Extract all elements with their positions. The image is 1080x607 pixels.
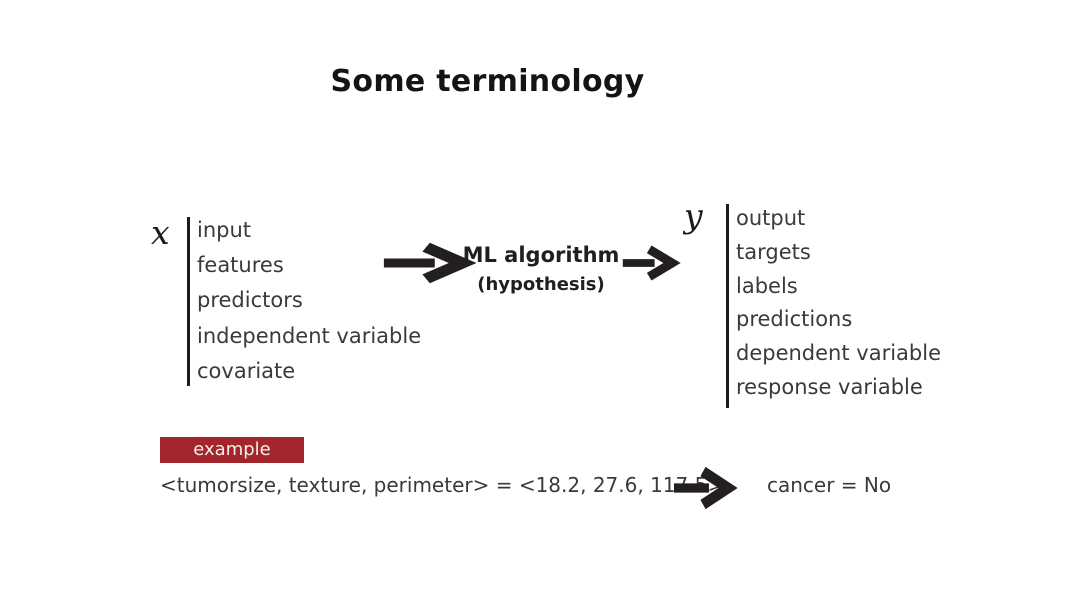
right-arrow-icon bbox=[383, 242, 477, 284]
output-term: labels bbox=[736, 273, 798, 298]
input-symbol-x: x bbox=[151, 213, 170, 252]
algorithm-subtitle: (hypothesis) bbox=[477, 274, 605, 295]
right-arrow-icon bbox=[673, 466, 738, 510]
example-badge: example bbox=[160, 437, 304, 463]
output-symbol-y: y bbox=[684, 196, 703, 235]
output-term: output bbox=[736, 206, 806, 230]
input-divider-bar bbox=[187, 217, 190, 386]
input-term-list: input features predictors independent va… bbox=[197, 213, 421, 389]
output-divider-bar bbox=[726, 204, 729, 408]
slide-title: Some terminology bbox=[330, 64, 645, 99]
algorithm-block: ML algorithm (hypothesis) bbox=[455, 243, 627, 295]
input-term: covariate bbox=[197, 358, 296, 383]
output-term: dependent variable bbox=[736, 341, 941, 366]
input-term: predictors bbox=[197, 288, 303, 313]
input-term: input bbox=[197, 218, 252, 242]
output-term: predictions bbox=[736, 307, 853, 332]
example-feature-vector: <tumorsize, texture, perimeter> = <18.2,… bbox=[160, 473, 725, 497]
algorithm-name: ML algorithm bbox=[462, 243, 620, 267]
output-term: response variable bbox=[736, 374, 923, 399]
input-term: independent variable bbox=[197, 323, 422, 348]
output-term: targets bbox=[736, 239, 811, 264]
right-arrow-icon bbox=[622, 245, 681, 281]
output-term-list: output targets labels predictions depend… bbox=[736, 202, 941, 405]
input-term: features bbox=[197, 253, 284, 278]
example-prediction: cancer = No bbox=[767, 473, 892, 497]
